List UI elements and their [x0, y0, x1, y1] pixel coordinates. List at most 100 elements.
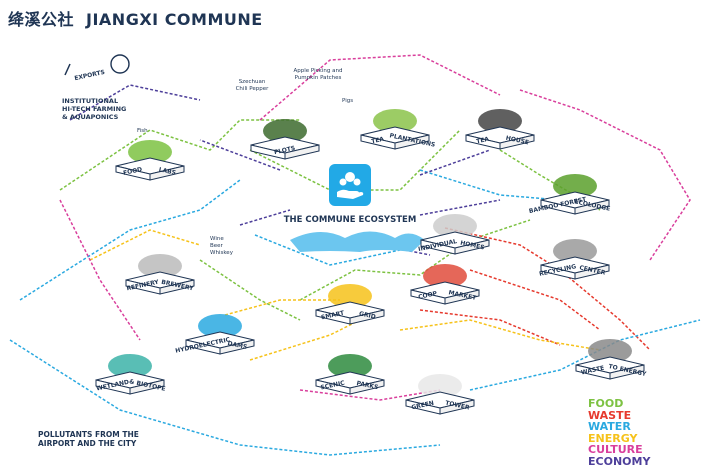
green-tower-plinth-right	[439, 399, 475, 415]
commune-coin-hand-icon	[329, 164, 371, 206]
exports-label-1: EXPORTS	[74, 69, 106, 82]
apple-label-line-1: Apple Picking and	[294, 68, 343, 74]
coin-hand-glyph	[337, 172, 364, 199]
legend-item-culture: CULTURE	[588, 443, 643, 456]
exports-node: EXPORTS	[64, 54, 130, 82]
flow-line-food	[249, 129, 461, 191]
recycling-center-plinth-right	[574, 264, 610, 280]
green-tower-label-1: GREEN	[411, 400, 435, 412]
flow-line-culture	[59, 199, 141, 341]
tea-plantations-illustration	[373, 109, 417, 133]
flow-line-energy	[399, 319, 601, 351]
water-splash-graphic	[290, 231, 425, 252]
tea-house-label-1: TEA	[476, 136, 490, 146]
tea-house-plinth-right	[499, 134, 535, 150]
flow-line-economy	[419, 149, 491, 176]
recycling-center-illustration	[553, 239, 597, 263]
drinks-label-line-3: Whiskey	[210, 250, 234, 256]
hydroelectric-dams-illustration	[198, 314, 242, 338]
legend-item-water: WATER	[588, 420, 631, 433]
export-arrow-icon	[64, 63, 71, 76]
flow-line-water	[419, 169, 561, 201]
drinks-label-line-2: Beer	[210, 243, 224, 249]
smart-grid-node: SMART GRID	[315, 284, 385, 325]
chili-label-line-2: Chili Pepper	[236, 86, 270, 92]
legend-item-energy: ENERGY	[588, 431, 638, 445]
flow-line-energy	[89, 229, 201, 261]
fish-label-line-1: Fish	[137, 128, 148, 134]
waste-to-energy-illustration	[588, 339, 632, 363]
wetland-biotope-plinth-right	[129, 379, 165, 395]
refinery-brewery-illustration	[138, 254, 182, 278]
chili-label-line-1: Szechuan	[239, 79, 266, 85]
globe-icon	[110, 54, 130, 74]
bamboo-forest-ecolodge-illustration	[553, 174, 597, 198]
institutional-label-line-2: HI-TECH FARMING	[62, 105, 126, 113]
wetland-biotope-illustration	[108, 354, 152, 378]
flow-line-food	[299, 219, 531, 301]
smart-grid-label-1: SMART	[321, 309, 346, 321]
hydroelectric-dams-label-2: DAMS	[227, 340, 248, 351]
food-labs-illustration	[128, 140, 172, 164]
scenic-parks-plinth-right	[349, 379, 385, 395]
legend-item-waste: WASTE	[588, 408, 632, 422]
food-labs-label-2: LABS	[158, 166, 176, 176]
bamboo-forest-ecolodge-plinth-right	[574, 199, 610, 215]
scenic-parks-label-2: PARKS	[356, 380, 379, 391]
flow-line-economy	[69, 84, 201, 121]
flow-line-food	[59, 119, 300, 191]
flow-line-water	[19, 179, 241, 301]
flow-line-energy	[249, 319, 361, 361]
smart-grid-label-2: GRID	[358, 310, 376, 320]
green-tower-illustration	[418, 374, 462, 398]
legend-item-economy: ECONOMY	[588, 454, 651, 468]
institutional-label-line-3: & AQUAPONICS	[62, 113, 119, 121]
tea-plantations-plinth-right	[394, 134, 430, 150]
individual-homes-plinth-right	[454, 239, 490, 255]
tea-house-label-2: HOUSE	[505, 135, 529, 147]
plots-illustration	[263, 119, 307, 143]
flow-line-economy	[239, 209, 291, 226]
plots-plinth-right	[284, 144, 320, 160]
pollutants-line-1: POLLUTANTS FROM THE	[38, 430, 139, 439]
plots-label-1: PLOTS	[273, 145, 296, 156]
flow-line-economy	[419, 199, 501, 216]
smart-grid-illustration	[328, 284, 372, 308]
refinery-brewery-plinth-right	[159, 279, 195, 295]
hydroelectric-dams-plinth-right	[219, 339, 255, 355]
scenic-parks-illustration	[328, 354, 372, 378]
coop-market-illustration	[423, 264, 467, 288]
title-chinese: 绛溪公社	[8, 10, 75, 29]
flow-line-food	[499, 149, 601, 211]
flow-line-water	[254, 234, 401, 266]
waste-to-energy-plinth-right	[609, 364, 645, 380]
flow-line-water	[9, 339, 441, 456]
wetland-biotope-node: WETLAND& BIOTOPE	[95, 354, 166, 395]
pigs-label-line-1: Pigs	[342, 98, 353, 104]
legend-item-food: FOOD	[588, 397, 624, 410]
flow-line-culture	[259, 54, 501, 121]
tea-house-illustration	[478, 109, 522, 133]
flow-line-economy	[199, 139, 281, 171]
smart-grid-plinth-right	[349, 309, 385, 325]
pollutants-line-2: AIRPORT AND THE CITY	[38, 439, 137, 448]
apple-label-line-2: Pumpkin Patches	[295, 75, 342, 81]
waste-to-energy-label-1: WASTE	[580, 365, 604, 377]
coop-market-label-1: COOP	[418, 290, 439, 301]
drinks-label-line-1: Wine	[210, 236, 224, 242]
